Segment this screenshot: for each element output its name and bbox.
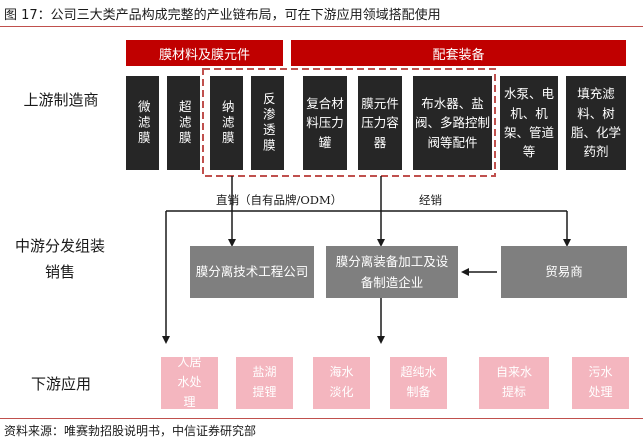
upstream-box-label: 水泵、电机、机架、管道等 (503, 86, 554, 160)
equipment-category-banner: 配套装备 (291, 40, 626, 66)
row-label-upstream: 上游制造商 (23, 91, 99, 109)
source-note: 资料来源：唯赛勃招股说明书，中信证券研究部 (4, 424, 257, 438)
downstream-box-wastewater-treatment: 污水处理 (572, 357, 629, 409)
upstream-box-label: 纳滤膜 (219, 99, 235, 147)
upstream-box-composite-pressure-tank: 复合材料压力罐 (303, 76, 347, 170)
upstream-box-nanofiltration: 纳滤膜 (210, 76, 243, 170)
upstream-box-pumps-motors: 水泵、电机、机架、管道等 (500, 76, 558, 170)
title-divider (0, 26, 643, 27)
membrane-category-banner: 膜材料及膜元件 (126, 40, 283, 66)
channel-label-direct: 直销（自有品牌/ODM） (216, 193, 343, 207)
midstream-box-traders: 贸易商 (501, 246, 627, 298)
figure-title: 图 17：公司三大类产品构成完整的产业链布局，可在下游应用领域搭配使用 (4, 8, 441, 23)
downstream-box-tap-water-upgrade: 自来水提标 (479, 357, 549, 409)
upstream-box-reverse-osmosis: 反渗透膜 (251, 76, 284, 170)
downstream-box-desalination: 海水淡化 (313, 357, 370, 409)
row-label-midstream: 中游分发组装销售 (14, 237, 105, 281)
upstream-box-microfiltration: 微滤膜 (126, 76, 159, 170)
upstream-box-label: 超滤膜 (176, 99, 192, 147)
upstream-box-valves-accessories: 布水器、盐阀、多路控制阀等配件 (413, 76, 492, 170)
channel-label-distribution: 经销 (419, 193, 442, 207)
upstream-box-fillers-chemicals: 填充滤料、树脂、化学药剂 (566, 76, 626, 170)
row-label-downstream: 下游应用 (30, 375, 91, 393)
upstream-box-label: 反渗透膜 (260, 92, 276, 154)
upstream-box-label: 膜元件压力容器 (361, 95, 399, 150)
downstream-box-lithium-extraction: 盐湖提锂 (236, 357, 293, 409)
upstream-box-label: 布水器、盐阀、多路控制阀等配件 (415, 95, 491, 150)
downstream-box-residential-water: 人居水处理 (161, 355, 218, 409)
downstream-box-ultrapure-water: 超纯水制备 (390, 357, 447, 409)
upstream-box-label: 微滤膜 (135, 99, 151, 147)
midstream-box-engineering-company: 膜分离技术工程公司 (190, 246, 314, 298)
upstream-box-ultrafiltration: 超滤膜 (167, 76, 200, 170)
dashed-highlight-frame (202, 68, 496, 177)
midstream-box-equipment-manufacturer: 膜分离装备加工及设备制造企业 (326, 246, 458, 298)
source-divider (0, 418, 643, 419)
upstream-box-label: 填充滤料、树脂、化学药剂 (570, 86, 621, 160)
upstream-box-label: 复合材料压力罐 (306, 95, 344, 150)
upstream-box-pressure-vessel: 膜元件压力容器 (358, 76, 402, 170)
